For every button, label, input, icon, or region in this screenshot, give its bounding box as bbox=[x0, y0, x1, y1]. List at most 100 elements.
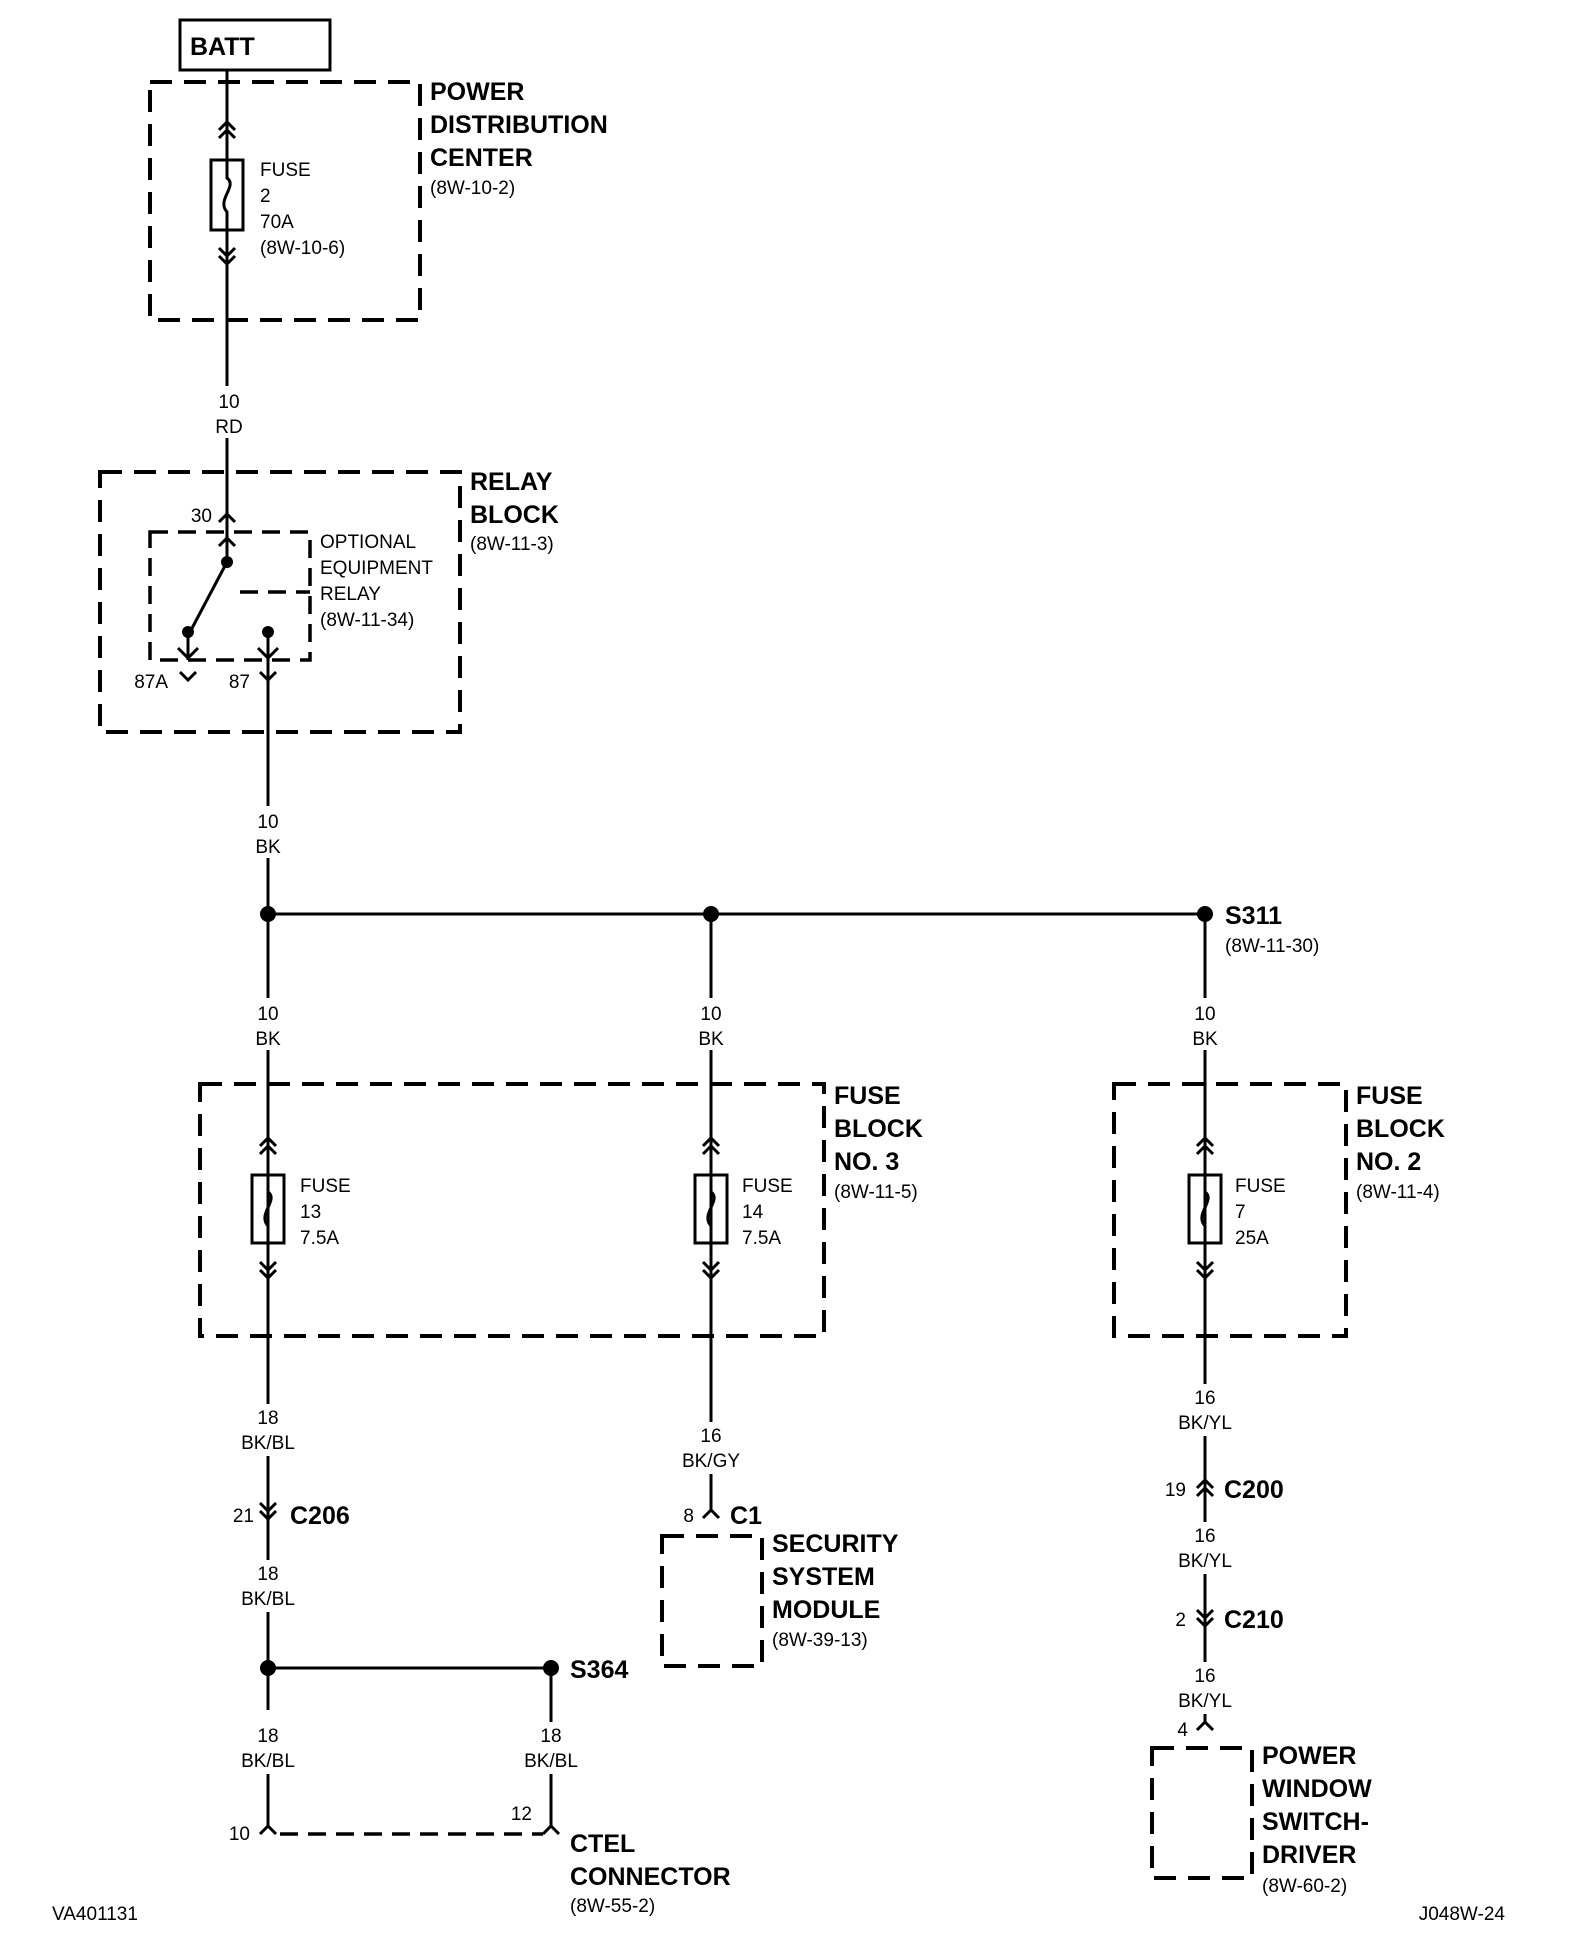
optional-equipment-relay-outline bbox=[148, 530, 312, 662]
relay-block: 30 87A 87 OPTIONAL EQUIPMENT RELAY (8W-1… bbox=[98, 468, 559, 914]
wire-gauge: 18 bbox=[540, 1726, 561, 1747]
pdc-fuse-rating: 70A bbox=[260, 212, 294, 233]
splice-dot bbox=[260, 1660, 276, 1676]
connector-c210: 2 C210 bbox=[1175, 1606, 1283, 1634]
connector-chevron-icon bbox=[701, 1260, 721, 1281]
fuse-block-3-outline bbox=[198, 1082, 826, 1338]
fuse-block-3-name-1: FUSE bbox=[834, 1082, 901, 1110]
fuse-block-2-ref: (8W-11-4) bbox=[1356, 1182, 1440, 1203]
relay-pin-87: 87 bbox=[229, 672, 250, 693]
wire-gauge: 10 bbox=[700, 1004, 721, 1025]
relay-block-name-2: BLOCK bbox=[470, 501, 559, 529]
c206-pin: 21 bbox=[233, 1506, 254, 1527]
wire-gauge: 10 bbox=[1194, 1004, 1215, 1025]
ctel-ref: (8W-55-2) bbox=[570, 1896, 655, 1917]
relay-line-4: (8W-11-34) bbox=[320, 610, 414, 631]
wire-gauge: 18 bbox=[257, 1408, 278, 1429]
wire-gauge: 10 bbox=[218, 392, 239, 413]
pin-chevron-icon bbox=[1195, 1719, 1215, 1732]
fuse-7-rating: 25A bbox=[1235, 1228, 1269, 1249]
window-switch-name-1: POWER bbox=[1262, 1742, 1356, 1770]
connector-chevron-icon bbox=[1195, 1260, 1215, 1281]
fuse-7-label: FUSE bbox=[1235, 1176, 1286, 1197]
security-pin: 8 bbox=[683, 1506, 694, 1527]
pin-87a-chevron-icon bbox=[178, 670, 198, 683]
connector-chevron-icon bbox=[258, 1260, 278, 1281]
battery-label: BATT bbox=[190, 33, 255, 61]
connector-c200: 19 C200 bbox=[1165, 1476, 1284, 1504]
security-name-1: SECURITY bbox=[772, 1530, 899, 1558]
connector-chevron-icon bbox=[1195, 1477, 1215, 1498]
fuse-13-number: 13 bbox=[300, 1202, 321, 1223]
fuse-block-2-outline bbox=[1112, 1082, 1348, 1338]
footer-left-code: VA401131 bbox=[52, 1904, 138, 1925]
wire-gauge: 18 bbox=[257, 1564, 278, 1585]
fuse-block-2: FUSE 7 25A FUSE BLOCK NO. 2 (8W-11-4) bbox=[1112, 1082, 1445, 1338]
battery: BATT bbox=[178, 18, 332, 72]
pdc-name-line-2: DISTRIBUTION bbox=[430, 111, 608, 139]
splice-s311-label: S311 bbox=[1225, 902, 1282, 930]
window-switch-name-4: DRIVER bbox=[1262, 1841, 1356, 1869]
c210-label: C210 bbox=[1224, 1606, 1284, 1634]
ctel-name-2: CONNECTOR bbox=[570, 1863, 731, 1891]
wire-color: BK bbox=[255, 837, 281, 858]
footer-right-code: J048W-24 bbox=[1419, 1904, 1506, 1925]
window-switch-pin: 4 bbox=[1177, 1720, 1188, 1741]
connector-chevron-icon bbox=[258, 1135, 278, 1156]
relay-pin-30: 30 bbox=[191, 506, 212, 527]
wire-color: BK/YL bbox=[1178, 1551, 1232, 1572]
connector-chevron-icon bbox=[1195, 1608, 1215, 1629]
fuse-block-3: FUSE 13 7.5A FUSE 14 7.5A FUSE BLOCK NO.… bbox=[198, 1082, 923, 1338]
fuse-13-rating: 7.5A bbox=[300, 1228, 339, 1249]
pdc-fuse-number: 2 bbox=[260, 186, 271, 207]
relay-block-name-1: RELAY bbox=[470, 468, 553, 496]
security-ref: (8W-39-13) bbox=[772, 1630, 868, 1651]
relay-line-3: RELAY bbox=[320, 584, 381, 605]
wire-gauge: 16 bbox=[1194, 1526, 1215, 1547]
wire-gauge: 10 bbox=[257, 1004, 278, 1025]
relay-line-1: OPTIONAL bbox=[320, 532, 416, 553]
security-system-module: 8 C1 SECURITY SYSTEM MODULE (8W-39-13) bbox=[660, 1480, 899, 1668]
power-distribution-center: FUSE 2 70A (8W-10-6) POWER DISTRIBUTION … bbox=[148, 70, 608, 520]
connector-c206: 21 C206 bbox=[233, 1501, 350, 1530]
wire-gauge: 10 bbox=[257, 812, 278, 833]
wire-color: BK/YL bbox=[1178, 1413, 1232, 1434]
splice-s364-label: S364 bbox=[570, 1656, 628, 1684]
wire-color: BK/BL bbox=[524, 1751, 578, 1772]
connector-chevron-icon bbox=[1195, 1135, 1215, 1156]
ctel-connector: 10 12 CTEL CONNECTOR (8W-55-2) bbox=[229, 1774, 731, 1917]
fuse-14-label: FUSE bbox=[742, 1176, 793, 1197]
security-name-3: MODULE bbox=[772, 1596, 880, 1624]
pin-chevron-icon bbox=[541, 1823, 561, 1836]
window-switch-name-3: SWITCH- bbox=[1262, 1808, 1369, 1836]
c210-pin: 2 bbox=[1175, 1610, 1186, 1631]
fuse-7-number: 7 bbox=[1235, 1202, 1246, 1223]
window-switch-name-2: WINDOW bbox=[1262, 1775, 1372, 1803]
pin-chevron-icon bbox=[258, 1823, 278, 1836]
ctel-pin-b: 12 bbox=[511, 1804, 532, 1825]
fuse-13-label: FUSE bbox=[300, 1176, 351, 1197]
pdc-fuse-ref: (8W-10-6) bbox=[260, 238, 345, 259]
wire-color: BK/BL bbox=[241, 1751, 295, 1772]
wire-color: BK bbox=[698, 1029, 724, 1050]
relay-block-outline bbox=[98, 470, 462, 734]
fuse-block-2-name-3: NO. 2 bbox=[1356, 1148, 1421, 1176]
relay-switch-arm bbox=[188, 561, 229, 633]
security-module-outline bbox=[660, 1534, 764, 1668]
wire-color: BK/YL bbox=[1178, 1691, 1232, 1712]
relay-block-ref: (8W-11-3) bbox=[470, 534, 554, 555]
window-switch-ref: (8W-60-2) bbox=[1262, 1876, 1347, 1897]
ctel-name-1: CTEL bbox=[570, 1830, 635, 1858]
ctel-pin-a: 10 bbox=[229, 1824, 250, 1845]
pdc-outline bbox=[148, 80, 422, 322]
pdc-name-line-3: CENTER bbox=[430, 144, 533, 172]
fuse-block-3-name-3: NO. 3 bbox=[834, 1148, 899, 1176]
wire-color: BK bbox=[255, 1029, 281, 1050]
pdc-ref: (8W-10-2) bbox=[430, 178, 515, 199]
wire-gauge: 16 bbox=[1194, 1666, 1215, 1687]
fuse-14-rating: 7.5A bbox=[742, 1228, 781, 1249]
security-connector-label: C1 bbox=[730, 1502, 762, 1530]
wire-gauge: 18 bbox=[257, 1726, 278, 1747]
wire-color: BK/GY bbox=[682, 1451, 740, 1472]
pin-chevron-icon bbox=[701, 1507, 721, 1520]
